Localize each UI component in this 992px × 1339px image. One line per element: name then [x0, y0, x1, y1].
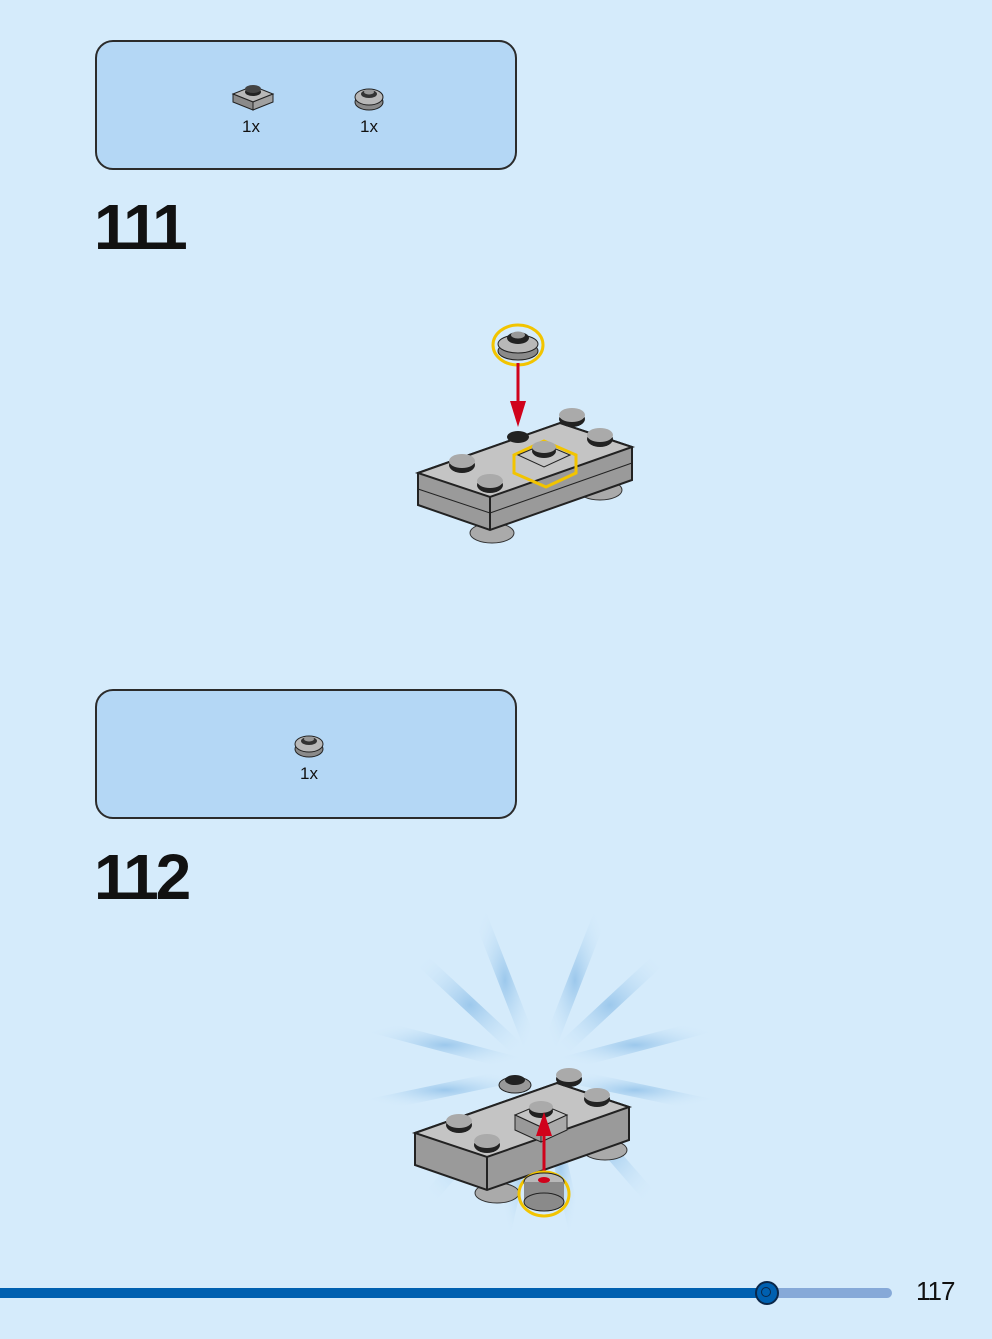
step-112-build-illustration	[348, 880, 732, 1252]
part-round-plate-1x1: 1x	[349, 82, 389, 137]
plate-1x1-icon	[231, 85, 275, 111]
parts-list-step-111: 1x 1x	[95, 40, 517, 170]
progress-fill	[0, 1288, 768, 1298]
plate-assembly	[411, 1068, 633, 1204]
step-number: 111	[94, 191, 188, 263]
step-number: 112	[94, 841, 191, 913]
part-quantity: 1x	[300, 764, 318, 783]
plate-assembly	[414, 408, 636, 544]
page-progress-bar	[0, 1281, 892, 1305]
arrow-down-icon	[510, 363, 526, 427]
round-plate-highlighted	[491, 323, 545, 367]
round-plate-icon	[294, 735, 324, 758]
part-round-plate-1x1: 1x	[289, 729, 329, 784]
progress-knob	[755, 1281, 780, 1305]
part-quantity: 1x	[360, 117, 378, 136]
parts-list-step-112: 1x	[95, 689, 517, 819]
round-plate-icon	[354, 88, 384, 111]
round-plate-highlighted	[517, 1170, 571, 1218]
step-111-build-illustration	[414, 323, 636, 544]
part-quantity: 1x	[242, 117, 260, 136]
part-plate-1x1: 1x	[231, 80, 275, 137]
page-number: 117	[916, 1276, 955, 1306]
